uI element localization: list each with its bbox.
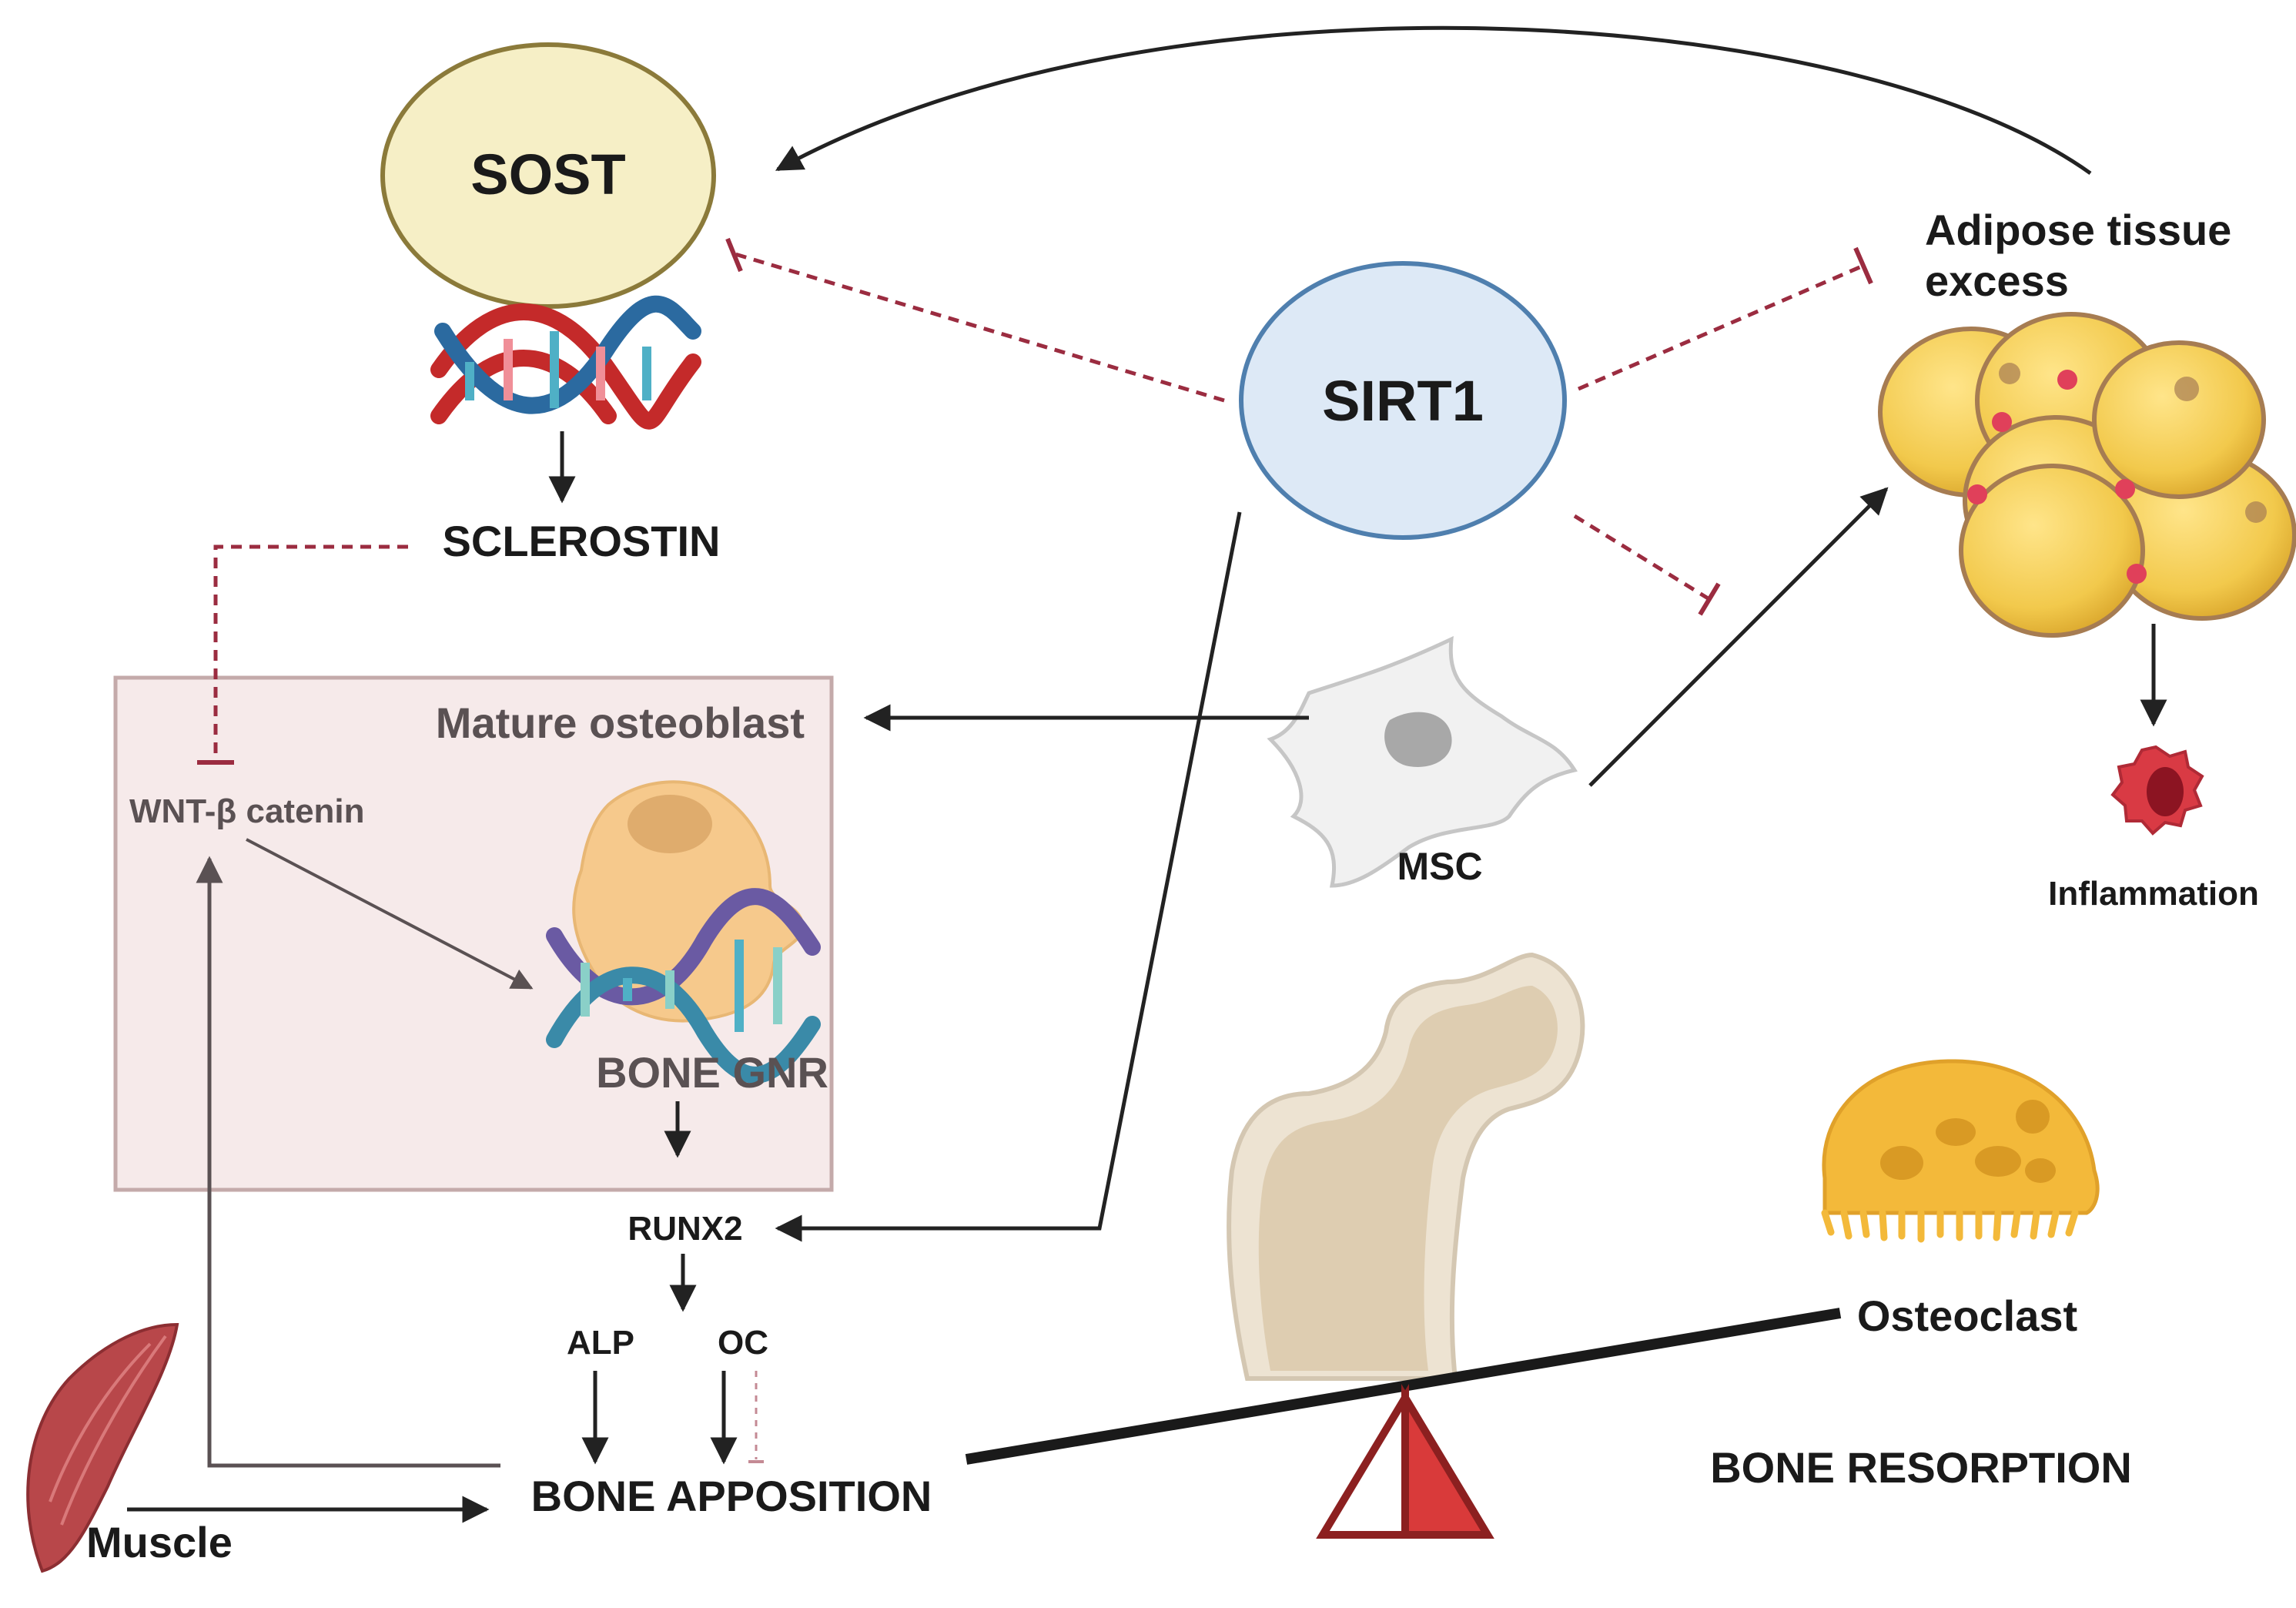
osteoclast-cell-icon [1821, 1059, 2100, 1243]
muscle-label: Muscle [86, 1518, 233, 1566]
oc-inhibition-mark [748, 1371, 764, 1463]
sirt1-inhibits-adipose [1578, 246, 1873, 391]
bone-gnr-label: BONE GNR [596, 1048, 828, 1097]
bone-gnr-dna-icon [546, 888, 821, 1084]
sost-node [380, 42, 716, 309]
sclerostin-label: SCLEROSTIN [443, 517, 721, 565]
msc-to-adipose-arrow [1588, 487, 1889, 787]
sirt1-inhibits-msc-adipogenesis [1573, 514, 1721, 616]
femur-bone-icon [1227, 952, 1585, 1381]
sirt1-label: SIRT1 [1322, 369, 1484, 433]
sirt1-inhibits-sost [725, 237, 1225, 403]
adipose-to-sost-arrow [775, 25, 2092, 176]
adipose-cells-icon [1878, 312, 2296, 638]
adipose-label-line2: excess [1925, 256, 2069, 305]
inflammation-label: Inflammation [2048, 875, 2259, 913]
sirt1-node [1239, 261, 1567, 540]
sost-label: SOST [470, 142, 625, 206]
mature-osteoblast-label: Mature osteoblast [436, 698, 805, 747]
wnt-to-bone-gnr-arrow [246, 838, 534, 990]
sost-dna-icon [430, 295, 701, 430]
bone-apposition-label: BONE APPOSITION [531, 1472, 932, 1520]
apposition-to-wnt-arrow [196, 856, 500, 1468]
sirt1-to-runx2-arrow [775, 511, 1242, 1242]
balance-fulcrum-icon [1316, 1383, 1494, 1539]
oc-label: OC [718, 1324, 768, 1362]
muscle-icon [26, 1322, 179, 1573]
adipose-label-line1: Adipose tissue [1925, 206, 2231, 254]
balance-beam [965, 1308, 1842, 1465]
osteoblast-cell-icon [572, 780, 805, 1023]
bone-resorption-label: BONE RESORPTION [1710, 1443, 2132, 1492]
sclerostin-inhibits-wnt [197, 544, 408, 765]
msc-cell-icon [1267, 635, 1578, 888]
msc-label: MSC [1397, 845, 1482, 888]
wnt-label: WNT-β catenin [129, 792, 365, 830]
osteoclast-label: Osteoclast [1857, 1291, 2077, 1340]
alp-label: ALP [567, 1324, 634, 1362]
inflammation-cell-icon [2110, 745, 2204, 836]
runx2-label: RUNX2 [628, 1210, 742, 1248]
adipose-label: Adipose tissue excess [1925, 206, 2244, 305]
